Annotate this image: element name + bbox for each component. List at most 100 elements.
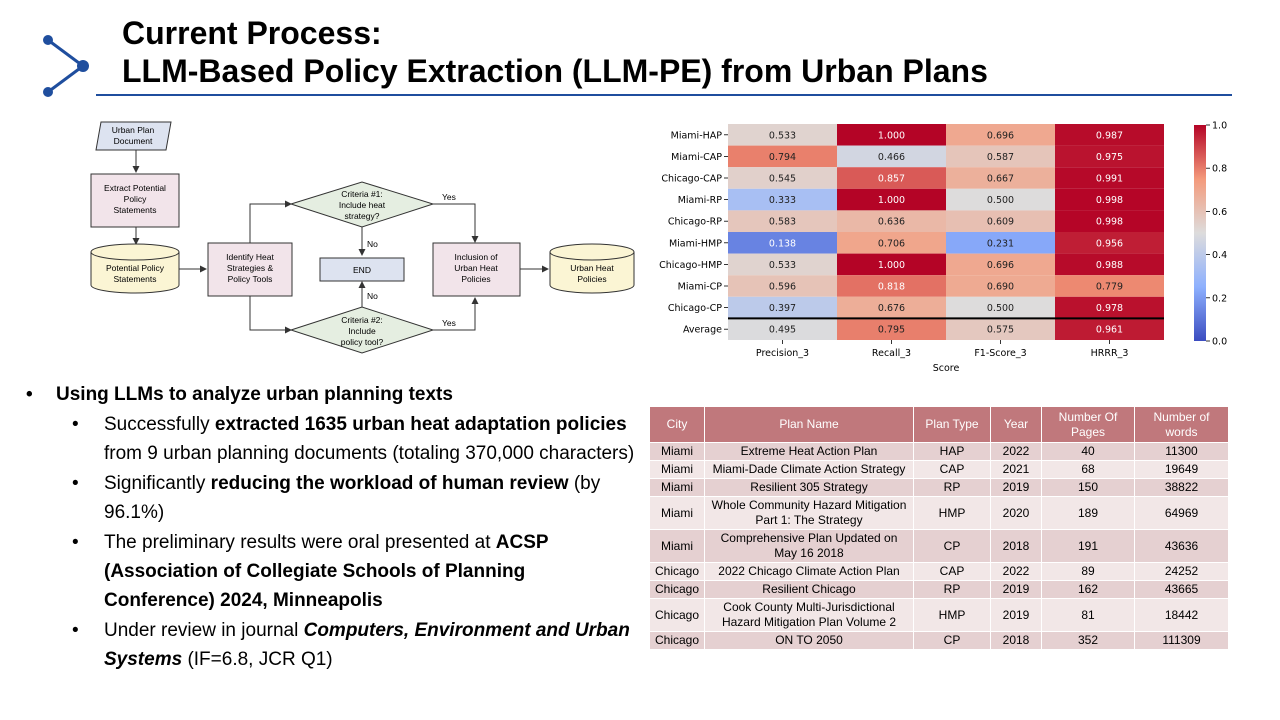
col-pages: Number Of Pages <box>1041 406 1135 443</box>
heatmap-cell-label: 0.987 <box>1096 130 1123 141</box>
heatmap-col-label: HRRR_3 <box>1091 348 1129 359</box>
table-cell: Miami-Dade Climate Action Strategy <box>704 460 914 479</box>
colorbar-tick: 0.4 <box>1212 250 1227 261</box>
table-cell: Chicago <box>649 580 705 599</box>
heatmap-cell-label: 0.495 <box>769 325 796 336</box>
table-cell: 43665 <box>1134 580 1229 599</box>
table-cell: Miami <box>649 460 705 479</box>
table-cell: CP <box>913 631 991 650</box>
heatmap-cell-label: 0.676 <box>878 303 905 314</box>
heatmap-cell-label: 0.706 <box>878 238 905 249</box>
colorbar-tick: 0.0 <box>1212 337 1227 348</box>
table-cell: 162 <box>1041 580 1135 599</box>
table-cell: RP <box>913 580 991 599</box>
colorbar-tick: 0.2 <box>1212 293 1227 304</box>
heatmap-cell-label: 0.794 <box>769 152 796 163</box>
heatmap-cell-label: 0.696 <box>987 130 1014 141</box>
table-cell: 352 <box>1041 631 1135 650</box>
table-cell: 189 <box>1041 496 1135 530</box>
heatmap-cell-label: 0.533 <box>769 130 796 141</box>
table-cell: Resilient Chicago <box>704 580 914 599</box>
heatmap-cell-label: 0.231 <box>987 238 1014 249</box>
heatmap-row-label: Chicago-CP <box>668 303 722 314</box>
title-line-2: LLM-Based Policy Extraction (LLM-PE) fro… <box>122 53 988 89</box>
heatmap-cell-label: 0.696 <box>987 260 1014 271</box>
table-cell: 150 <box>1041 478 1135 497</box>
table-cell: 191 <box>1041 529 1135 563</box>
heatmap-cell <box>946 318 1055 340</box>
heatmap-cell-label: 0.988 <box>1096 260 1123 271</box>
col-plan-name: Plan Name <box>704 406 914 443</box>
heatmap-row-label: Miami-CP <box>678 282 723 293</box>
colorbar <box>1194 125 1206 341</box>
colorbar-tick: 1.0 <box>1212 121 1227 132</box>
table-cell: CAP <box>913 562 991 581</box>
heatmap-cell <box>946 296 1055 319</box>
table-cell: RP <box>913 478 991 497</box>
heatmap-cell-label: 0.583 <box>769 217 796 228</box>
heatmap-col-label: F1-Score_3 <box>974 348 1026 359</box>
heatmap-cell-label: 0.500 <box>987 195 1014 206</box>
yes-label-2: Yes <box>442 318 456 328</box>
heatmap-cell <box>728 253 837 276</box>
heatmap-row-label: Miami-HMP <box>669 238 722 249</box>
col-city: City <box>649 406 705 443</box>
heatmap-cell-label: 0.636 <box>878 217 905 228</box>
heatmap-cell-label: 0.779 <box>1096 282 1123 293</box>
table-cell: 111309 <box>1134 631 1229 650</box>
heatmap-cell-label: 0.961 <box>1096 325 1123 336</box>
heatmap-cell <box>728 275 837 297</box>
bullet-item-3: The preliminary results were oral presen… <box>20 528 640 615</box>
heatmap-xlabel: Score <box>933 363 960 374</box>
table-cell: CP <box>913 529 991 563</box>
table-cell: 2022 <box>990 442 1042 461</box>
heatmap-cell <box>837 318 946 340</box>
heatmap-cell-label: 0.667 <box>987 174 1014 185</box>
col-year: Year <box>990 406 1042 443</box>
table-cell: Miami <box>649 496 705 530</box>
table-cell: Miami <box>649 442 705 461</box>
heatmap-row-label: Miami-RP <box>678 195 723 206</box>
table-cell: Miami <box>649 529 705 563</box>
heatmap-cell <box>1055 275 1164 297</box>
heatmap-row-label: Miami-CAP <box>671 152 722 163</box>
table-cell: CAP <box>913 460 991 479</box>
heatmap-col-label: Recall_3 <box>872 348 911 359</box>
heatmap-row-label: Chicago-CAP <box>661 174 722 185</box>
table-cell: 2019 <box>990 478 1042 497</box>
heatmap-row-label: Average <box>683 325 722 336</box>
table-cell: Whole Community Hazard Mitigation Part 1… <box>704 496 914 530</box>
heatmap-cell <box>946 232 1055 254</box>
heatmap-cell <box>1055 145 1164 168</box>
heatmap-cell-label: 1.000 <box>878 260 905 271</box>
table-header-row: City Plan Name Plan Type Year Number Of … <box>649 406 1229 443</box>
table-cell: 2022 Chicago Climate Action Plan <box>704 562 914 581</box>
heatmap-cell <box>837 232 946 254</box>
heatmap-cell <box>946 188 1055 211</box>
heatmap-cell <box>946 253 1055 276</box>
heatmap-cell <box>1055 124 1164 146</box>
yes-label-1: Yes <box>442 192 456 202</box>
bullet-item-journal: Under review in journal Computers, Envir… <box>20 616 640 674</box>
table-cell: 43636 <box>1134 529 1229 563</box>
bullet-list: Using LLMs to analyze urban planning tex… <box>20 381 640 674</box>
flow-node-end: END <box>319 257 405 282</box>
heatmap-cell-label: 0.975 <box>1096 152 1123 163</box>
heatmap-cell <box>728 167 837 189</box>
col-plan-type: Plan Type <box>913 406 991 443</box>
table-cell: Comprehensive Plan Updated on May 16 201… <box>704 529 914 563</box>
heatmap-cell-label: 1.000 <box>878 130 905 141</box>
heatmap-cell <box>1055 232 1164 254</box>
